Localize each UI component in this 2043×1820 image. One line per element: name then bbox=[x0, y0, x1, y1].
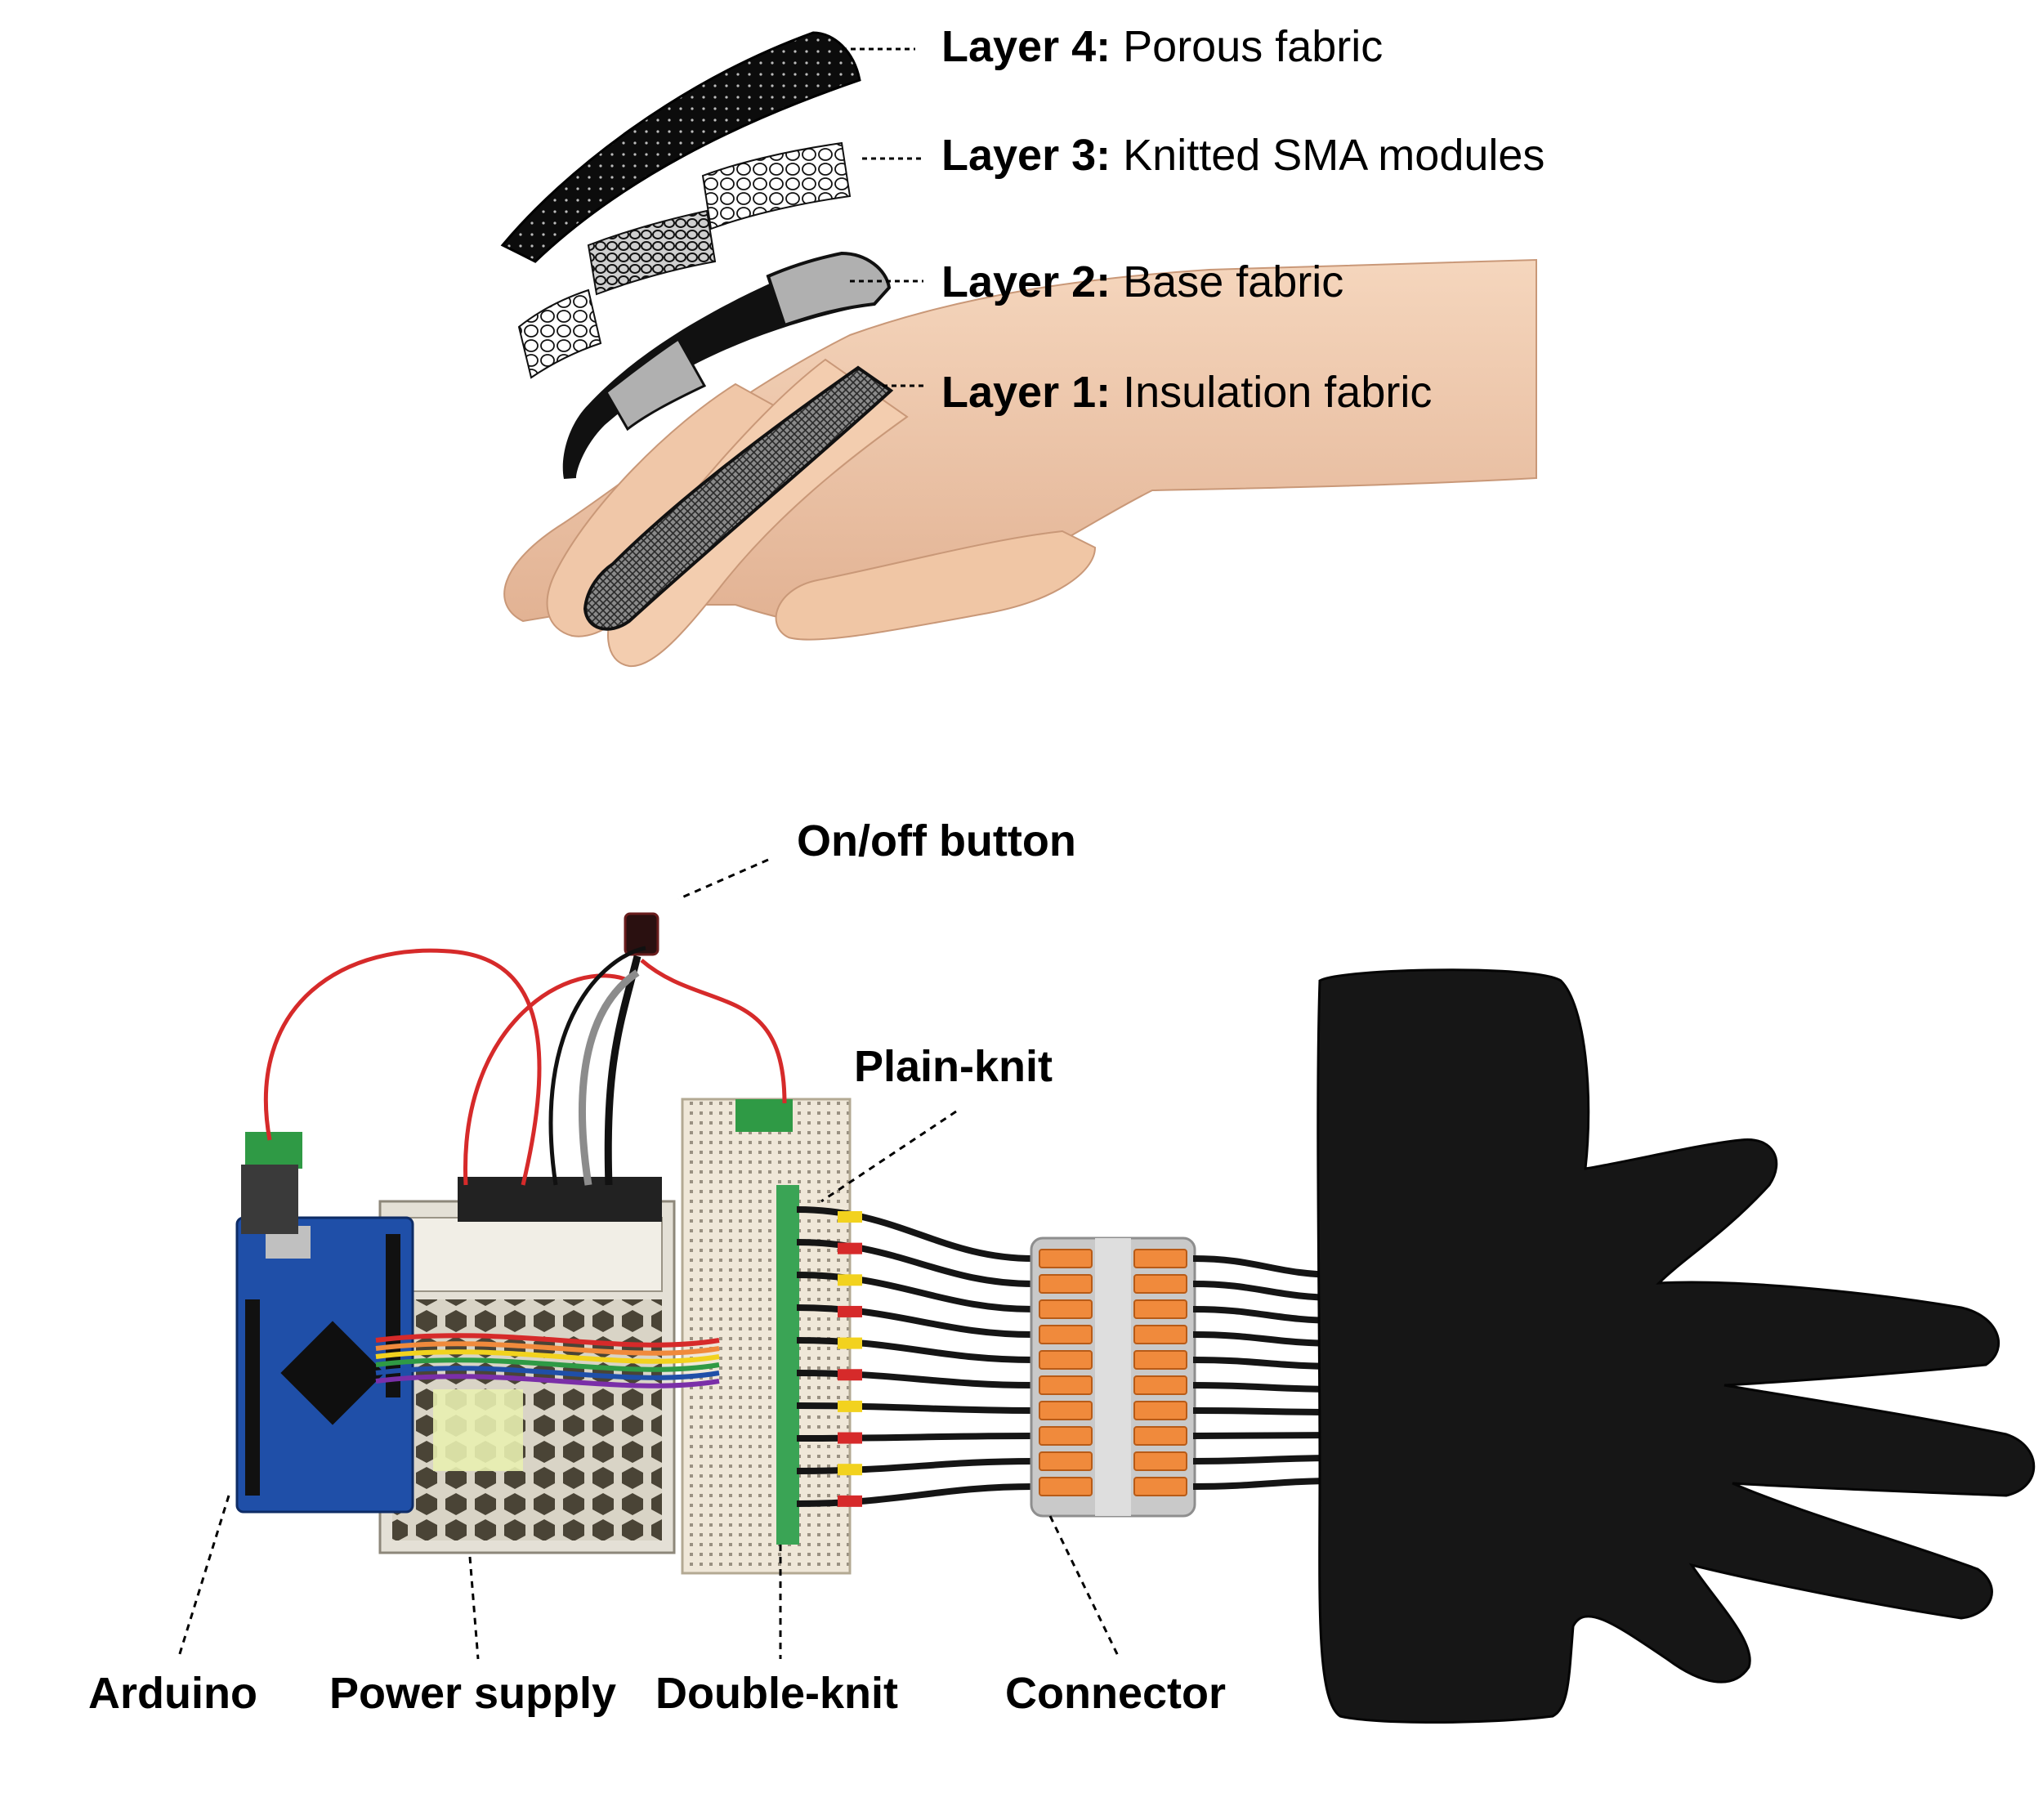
ribbon-cable bbox=[375, 1333, 720, 1388]
layer-2-label-bold: Layer 2: bbox=[941, 257, 1111, 306]
connector-lever bbox=[1039, 1451, 1093, 1471]
heat-shrink-sleeve bbox=[838, 1242, 862, 1254]
layer-1-strip bbox=[583, 365, 894, 631]
harness-wire bbox=[796, 1337, 1035, 1363]
harness-wire bbox=[796, 1206, 1035, 1262]
thumb bbox=[775, 530, 1097, 641]
connector-lever bbox=[1133, 1325, 1187, 1344]
connector-lever bbox=[1039, 1274, 1093, 1294]
heat-shrink-sleeve bbox=[838, 1211, 862, 1223]
layer-4-strip bbox=[500, 31, 861, 263]
layer-2-label-text: Base fabric bbox=[1123, 257, 1344, 306]
connector-block bbox=[1030, 1236, 1196, 1518]
wire-harness bbox=[796, 1206, 1035, 1507]
layer-4-label: Layer 4: Porous fabric bbox=[941, 25, 1383, 69]
connector-lever bbox=[1133, 1451, 1187, 1471]
on-off-button-label: On/off button bbox=[797, 816, 1076, 865]
heat-shrink-sleeve bbox=[838, 1495, 862, 1507]
layer-4-label-text: Porous fabric bbox=[1123, 22, 1384, 71]
connector-lever bbox=[1133, 1375, 1187, 1395]
heat-shrink-sleeve bbox=[838, 1274, 862, 1286]
double-knit-label: Double-knit bbox=[655, 1669, 898, 1718]
heat-shrink-sleeve bbox=[838, 1337, 862, 1349]
layer-2-strip bbox=[562, 251, 892, 479]
harness-wire bbox=[796, 1304, 1035, 1338]
dc-adapter bbox=[241, 1165, 298, 1234]
connector-lever bbox=[1039, 1325, 1093, 1344]
harness-wire bbox=[796, 1433, 1035, 1442]
harness-wire bbox=[796, 1239, 1035, 1287]
layer-1-label-bold: Layer 1: bbox=[941, 368, 1111, 417]
layer-2-label: Layer 2: Base fabric bbox=[941, 260, 1343, 304]
harness-wire bbox=[796, 1272, 1035, 1312]
harness-wire bbox=[796, 1402, 1035, 1414]
connector-lever bbox=[1133, 1274, 1187, 1294]
arduino-label: Arduino bbox=[88, 1669, 257, 1718]
connector-lever bbox=[1133, 1249, 1187, 1268]
hand-illustration bbox=[503, 258, 1537, 668]
layer-1-label-text: Insulation fabric bbox=[1123, 368, 1433, 417]
connector-lever bbox=[1133, 1350, 1187, 1370]
glove-wire bbox=[1192, 1432, 1341, 1439]
plain-knit-label: Plain-knit bbox=[854, 1042, 1053, 1091]
connector-label: Connector bbox=[1005, 1669, 1226, 1718]
heat-shrink-sleeve bbox=[838, 1400, 862, 1412]
harness-wire bbox=[796, 1458, 1035, 1474]
heat-shrink-sleeve bbox=[838, 1305, 862, 1317]
connector-lever bbox=[1039, 1350, 1093, 1370]
layer-3-modules bbox=[517, 141, 852, 379]
connector-lever bbox=[1039, 1401, 1093, 1420]
heat-shrink-sleeve bbox=[838, 1464, 862, 1476]
glove-wire bbox=[1192, 1455, 1341, 1464]
connector-lever bbox=[1039, 1426, 1093, 1446]
connector-lever bbox=[1133, 1477, 1187, 1496]
connector-lever bbox=[1039, 1477, 1093, 1496]
dc-jack bbox=[245, 1132, 302, 1169]
connector-lever bbox=[1133, 1426, 1187, 1446]
connector-lever bbox=[1133, 1299, 1187, 1319]
power-supply-label: Power supply bbox=[329, 1669, 617, 1718]
heat-shrink-sleeve bbox=[838, 1369, 862, 1381]
glove-wire bbox=[1192, 1382, 1341, 1393]
on-off-switch bbox=[624, 912, 659, 956]
component-leader-lines bbox=[177, 858, 1121, 1660]
connector-lever bbox=[1039, 1375, 1093, 1395]
layer-1-label: Layer 1: Insulation fabric bbox=[941, 370, 1432, 414]
glove bbox=[1317, 968, 2036, 1724]
layer-4-label-bold: Layer 4: bbox=[941, 22, 1111, 71]
wires-top bbox=[263, 946, 787, 1186]
layer-leader-lines bbox=[842, 47, 923, 387]
connector-lever bbox=[1039, 1249, 1093, 1268]
glove-wire bbox=[1192, 1478, 1341, 1490]
breadboard bbox=[681, 1098, 852, 1575]
glove-wire bbox=[1192, 1407, 1341, 1415]
harness-wire bbox=[796, 1483, 1035, 1507]
harness-wire bbox=[796, 1370, 1035, 1388]
layer-3-label: Layer 3: Knitted SMA modules bbox=[941, 133, 1545, 177]
heat-shrink-sleeve bbox=[838, 1432, 862, 1444]
connector-lever bbox=[1039, 1299, 1093, 1319]
layer-3-label-text: Knitted SMA modules bbox=[1123, 131, 1545, 180]
layer-3-label-bold: Layer 3: bbox=[941, 131, 1111, 180]
connector-lever bbox=[1133, 1401, 1187, 1420]
